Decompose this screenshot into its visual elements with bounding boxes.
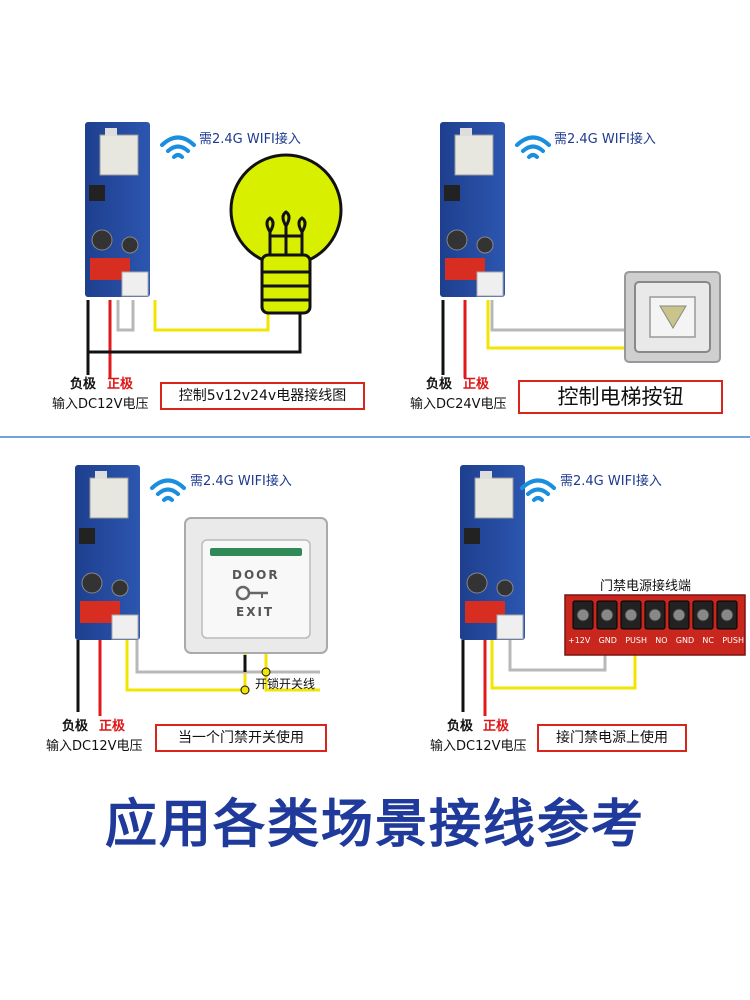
light-bulb-icon bbox=[229, 153, 343, 315]
wifi-icon bbox=[520, 478, 556, 502]
panel2-wires bbox=[441, 300, 625, 378]
wifi-icon bbox=[150, 478, 186, 502]
relay-module-2 bbox=[440, 122, 505, 297]
caption-box: 控制5v12v24v电器接线图 bbox=[160, 382, 365, 410]
wifi-requirement-label: 需2.4G WIFI接入 bbox=[190, 474, 292, 489]
positive-terminal-label: 正极 bbox=[107, 377, 134, 392]
positive-terminal-label: 正极 bbox=[483, 719, 510, 734]
switch-wire-note: 开锁开关线 bbox=[255, 677, 316, 691]
caption-box: 接门禁电源上使用 bbox=[537, 724, 687, 752]
input-voltage-label: 输入DC12V电压 bbox=[46, 739, 143, 754]
wifi-requirement-label: 需2.4G WIFI接入 bbox=[199, 132, 301, 147]
input-voltage-label: 输入DC12V电压 bbox=[430, 739, 527, 754]
terminal-label: PUSH bbox=[722, 636, 744, 645]
door-exit-button-icon bbox=[184, 517, 328, 654]
relay-module-1 bbox=[85, 122, 150, 297]
negative-terminal-label: 负极 bbox=[62, 719, 89, 734]
exit-label: EXIT bbox=[236, 605, 275, 619]
caption-box: 控制电梯按钮 bbox=[518, 380, 723, 414]
relay-module-4 bbox=[460, 465, 525, 640]
door-label: DOOR bbox=[232, 568, 280, 582]
terminal-block-note: 门禁电源接线端 bbox=[600, 579, 692, 594]
wifi-requirement-label: 需2.4G WIFI接入 bbox=[554, 132, 656, 147]
terminal-label: PUSH bbox=[625, 636, 647, 645]
wifi-requirement-label: 需2.4G WIFI接入 bbox=[560, 474, 662, 489]
positive-terminal-label: 正极 bbox=[463, 377, 490, 392]
positive-terminal-label: 正极 bbox=[99, 719, 126, 734]
caption-box: 当一个门禁开关使用 bbox=[155, 724, 327, 752]
negative-terminal-label: 负极 bbox=[70, 377, 97, 392]
input-voltage-label: 输入DC24V电压 bbox=[410, 397, 507, 412]
page-title: 应用各类场景接线参考 bbox=[104, 795, 645, 855]
terminal-label: NO bbox=[655, 636, 668, 645]
negative-terminal-label: 负极 bbox=[447, 719, 474, 734]
terminal-label: GND bbox=[675, 636, 695, 645]
negative-terminal-label: 负极 bbox=[426, 377, 453, 392]
terminal-label: +12V bbox=[568, 636, 591, 645]
panel3-wires bbox=[76, 640, 320, 716]
section-divider bbox=[0, 436, 750, 438]
input-voltage-label: 输入DC12V电压 bbox=[52, 397, 149, 412]
wifi-icon bbox=[515, 135, 551, 159]
wifi-icon bbox=[160, 135, 196, 159]
terminal-label: NC bbox=[702, 636, 714, 645]
terminal-label: GND bbox=[598, 636, 617, 645]
panel1-wires bbox=[86, 300, 302, 378]
terminal-labels: +12V GND PUSH NO GND NC PUSH bbox=[568, 636, 744, 645]
terminal-block-icon bbox=[564, 594, 746, 656]
relay-module-3 bbox=[75, 465, 140, 640]
elevator-button-icon bbox=[624, 271, 721, 363]
